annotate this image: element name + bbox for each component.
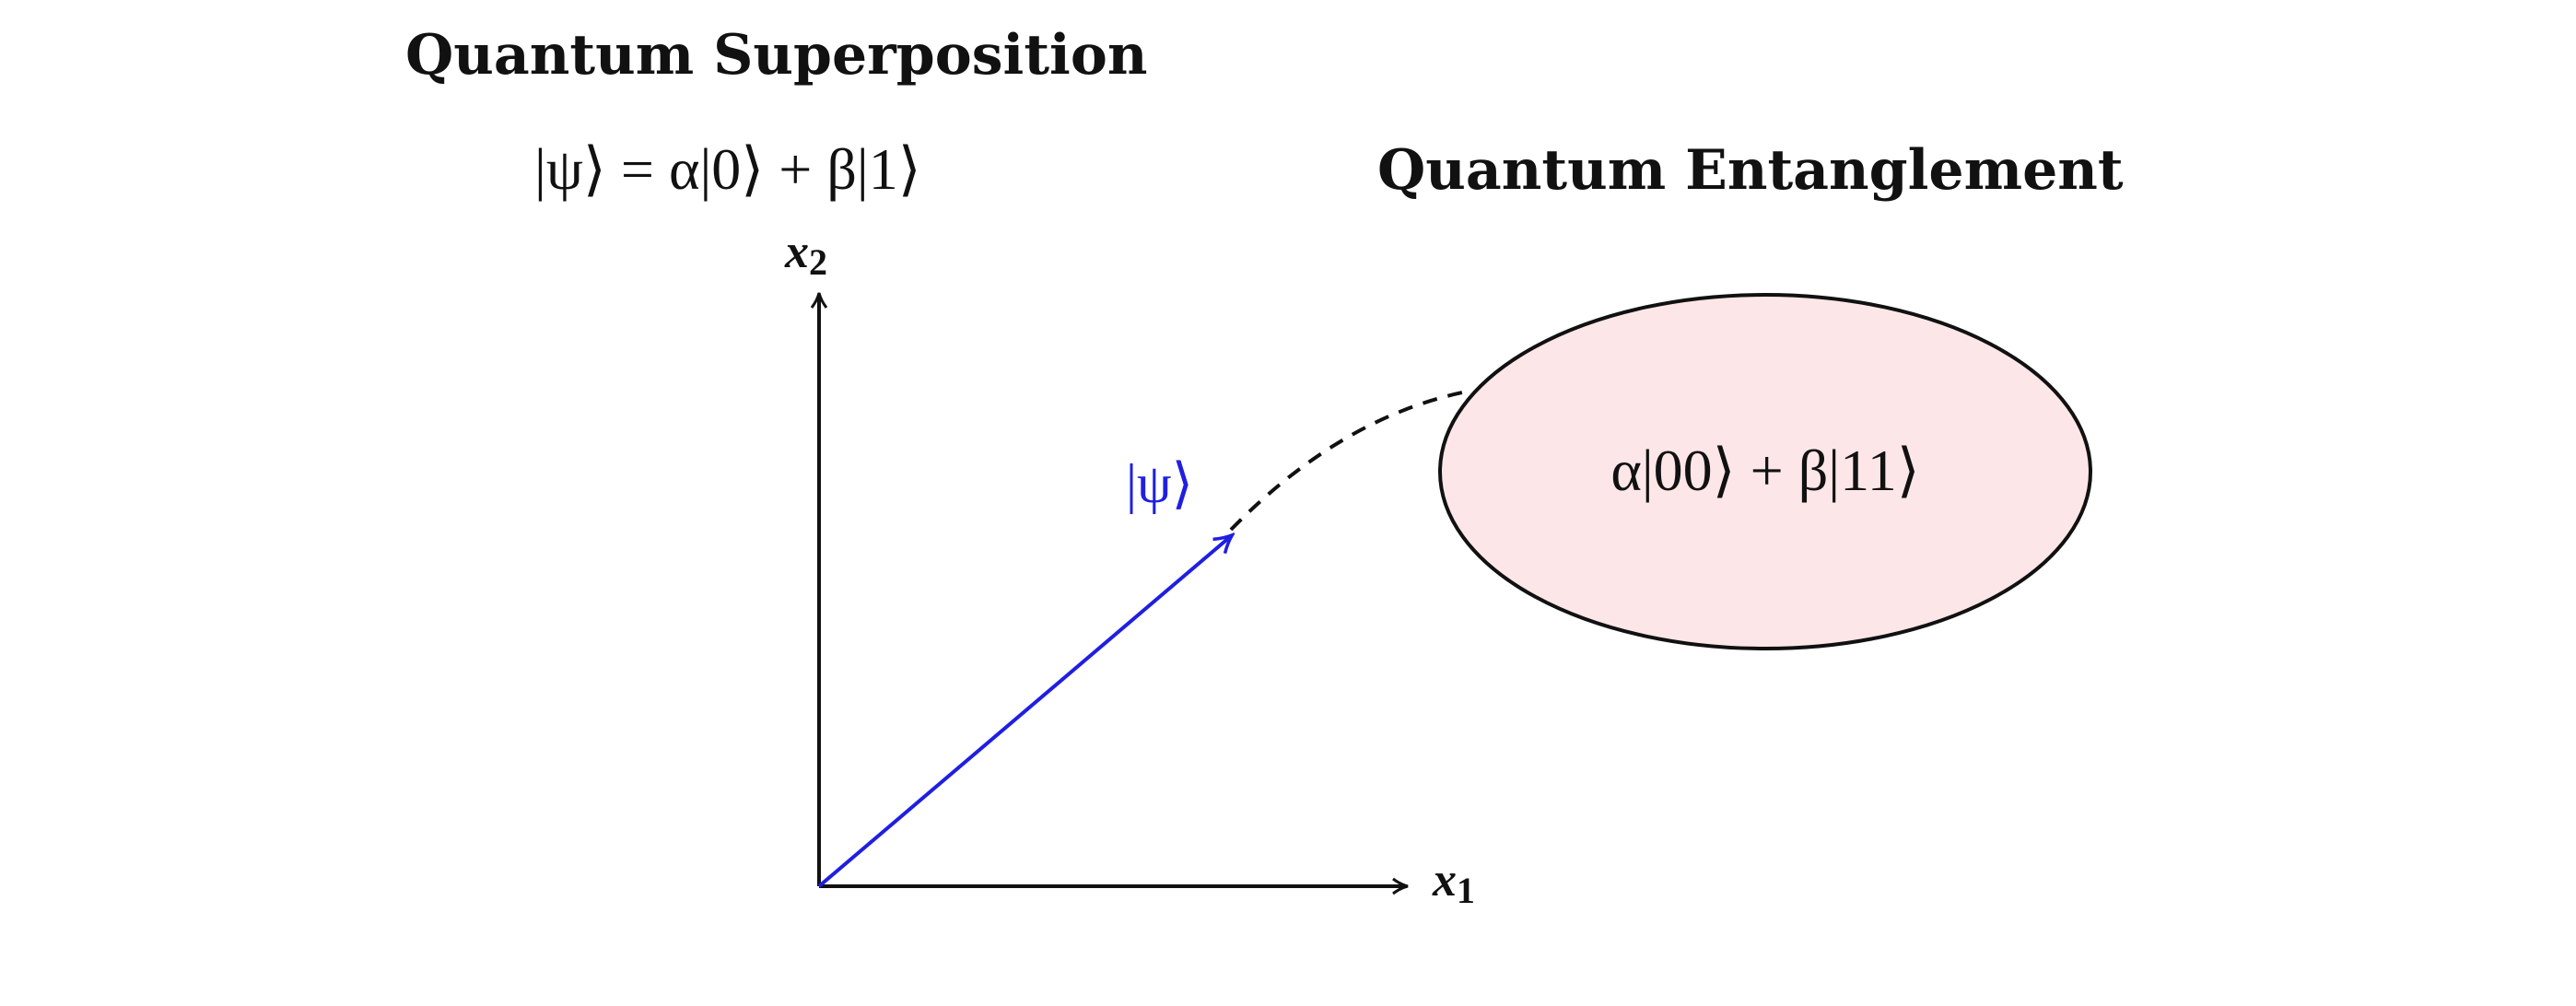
psi-vector-arrow [817,536,1231,888]
psi-vector-label: |ψ⟩ [1126,453,1193,514]
entangled-state-expression: α|00⟩ + β|11⟩ [1610,438,1919,503]
y-axis-label: x2 [784,226,827,283]
superposition-title: Quantum Superposition [405,23,1148,88]
entanglement-connector [1229,390,1468,532]
x-axis-label: x1 [1432,854,1475,911]
superposition-equation: |ψ⟩ = α|0⟩ + β|1⟩ [534,136,921,202]
entanglement-title: Quantum Entanglement [1377,138,2124,203]
entangled-state-ellipse [1438,293,2092,650]
